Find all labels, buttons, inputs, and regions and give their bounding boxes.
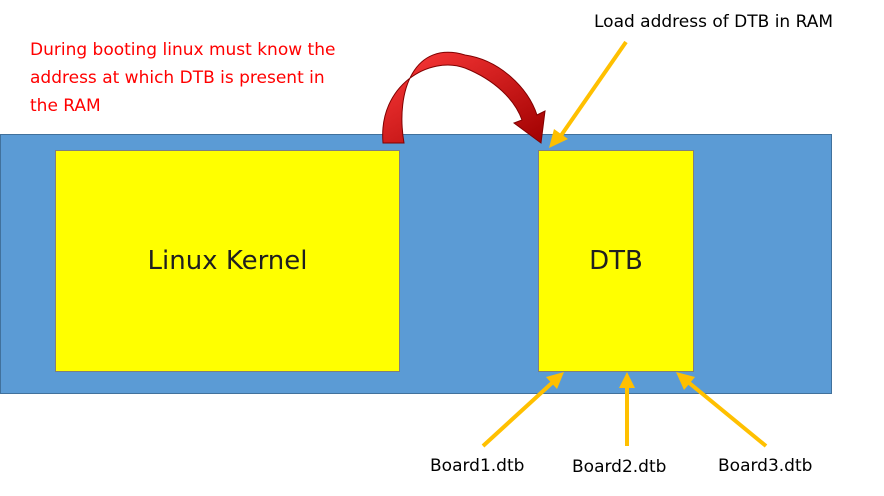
dtb-box: DTB — [538, 150, 694, 372]
dtb-label: DTB — [589, 246, 643, 276]
curved-red-arrow — [382, 51, 546, 144]
linux-kernel-label: Linux Kernel — [147, 246, 308, 276]
linux-kernel-box: Linux Kernel — [55, 150, 400, 372]
board2-label: Board2.dtb — [572, 457, 667, 477]
load-address-arrow — [549, 40, 628, 148]
load-address-label: Load address of DTB in RAM — [594, 12, 834, 32]
boot-note: During booting linux must know the addre… — [30, 40, 336, 116]
board1-label: Board1.dtb — [430, 456, 525, 476]
board3-label: Board3.dtb — [718, 456, 813, 476]
